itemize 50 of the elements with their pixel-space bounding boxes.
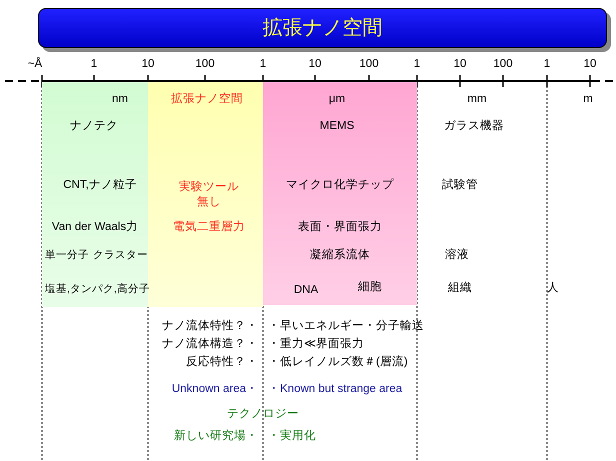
item-label: 溶液 (445, 248, 469, 263)
question-text: ナノ流体構造？・ (162, 337, 258, 352)
band-heading: 拡張ナノ空間 (171, 92, 243, 107)
scale-number: 1 (544, 57, 550, 72)
note-text: 実験ツール無し (178, 180, 240, 210)
item-label: 凝縮系流体 (310, 248, 370, 263)
item-label: クラスター (93, 248, 148, 263)
scale-number: ~Å (28, 57, 42, 72)
note-text: ・Known but strange area (268, 382, 402, 397)
scale-number: 100 (493, 57, 513, 72)
unit-label: μm (328, 92, 346, 107)
scale-number: 1 (90, 57, 98, 72)
nano-band (42, 82, 148, 307)
note-text: ・実用化 (268, 429, 316, 444)
feature-text: ・早いエネルギー・分子輸送 (268, 319, 424, 334)
question-text: 反応特性？・ (186, 355, 258, 370)
note-text: 新しい研究場・ (174, 429, 258, 444)
scale-number: 100 (359, 57, 379, 72)
item-label: Van der Waals力 (52, 220, 138, 235)
item-label: DNA (294, 283, 318, 298)
item-label: 電気二重層力 (173, 220, 245, 235)
band-heading: MEMS (320, 119, 354, 134)
feature-text: ・低レイノルズ数＃(層流) (268, 355, 408, 370)
unit-label: mm (467, 92, 487, 107)
heading-text: テクノロジー (227, 407, 299, 422)
scale-number: 10 (454, 57, 466, 72)
scale-number: 1 (414, 57, 420, 72)
item-label: 試験管 (442, 178, 478, 193)
feature-text: ・重力≪界面張力 (268, 337, 364, 352)
scale-number: 10 (308, 57, 322, 72)
scale-number: 10 (142, 57, 154, 72)
item-label: 組織 (448, 281, 472, 296)
note-text: Unknown area・ (172, 382, 258, 397)
band-heading: ガラス機器 (444, 119, 504, 134)
item-label: 塩基,タンパク,高分子 (45, 282, 150, 297)
scale-number: 100 (195, 57, 215, 72)
question-text: ナノ流体特性？・ (162, 319, 258, 334)
item-label: マイクロ化学チップ (286, 178, 394, 193)
extended-nano-band (148, 82, 263, 307)
item-label: CNT,ナノ粒子 (63, 178, 137, 193)
band-heading: ナノテク (70, 119, 118, 134)
unit-label: nm (112, 92, 128, 107)
unit-label: m (583, 92, 593, 107)
scale-number: 1 (260, 57, 266, 72)
item-label: 表面・界面張力 (298, 220, 382, 235)
item-label: 単一分子 (45, 248, 89, 263)
item-label: 細胞 (358, 280, 382, 295)
item-label: 人 (547, 281, 559, 296)
scale-number: 10 (584, 57, 596, 72)
micro-band (263, 82, 417, 305)
